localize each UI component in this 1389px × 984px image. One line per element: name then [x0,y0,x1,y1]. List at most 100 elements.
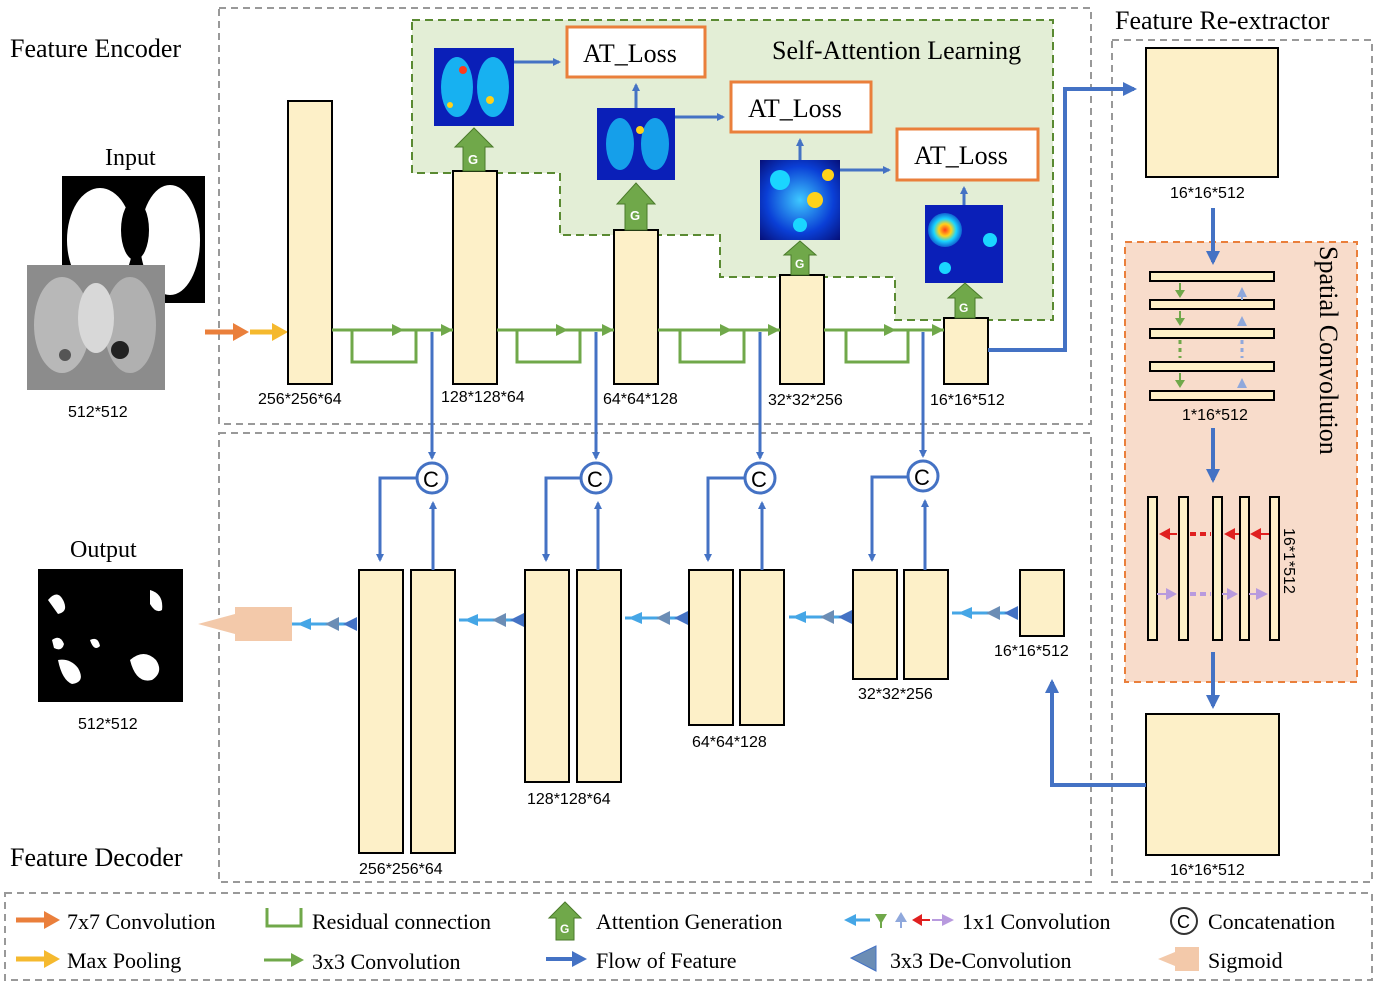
svg-text:7x7 Convolution: 7x7 Convolution [67,909,216,934]
svg-text:C: C [587,467,603,492]
legend-item-flow: Flow of Feature [546,948,737,973]
legend-item-1x1-conv: 1x1 Convolution [844,909,1111,934]
encoder-dim: 16*16*512 [930,392,1005,409]
decoder-title: Feature Decoder [10,843,183,872]
svg-text:Concatenation: Concatenation [1208,909,1335,934]
concat-node: C [415,461,449,495]
decoder-block [688,569,734,726]
decoder-dim: 64*64*128 [692,734,767,751]
svg-text:C: C [914,465,930,490]
encoder-dim: 128*128*64 [441,389,525,406]
reextractor-bottom-dim: 16*16*512 [1170,862,1245,879]
row-conv-arrows [1175,283,1247,388]
svg-text:Max Pooling: Max Pooling [67,948,181,973]
svg-text:Flow of Feature: Flow of Feature [596,948,737,973]
decoder-blocks [358,569,1065,854]
encoder-conv-chain [332,328,944,364]
legend-item-conv7: 7x7 Convolution [16,909,216,934]
deconv-heads [297,606,1018,631]
concat-connectors [376,475,929,570]
legend-frame [4,892,1373,981]
row-slices [1149,271,1275,401]
encoder-dim: 64*64*128 [603,391,678,408]
g-arrow: G [946,282,984,319]
legend: 7x7 Convolution Residual connection G At… [16,901,1335,974]
legend-item-concatenation: C Concatenation [1170,907,1335,935]
g-arrow: G [615,182,657,231]
concat-node: C [579,461,613,495]
decoder-block [852,569,898,680]
decoder-dim: 256*256*64 [359,861,443,878]
reextractor-top-dim: 16*16*512 [1170,185,1245,202]
encoder-block [943,317,989,385]
reextractor-top-block [1145,47,1279,178]
svg-text:C: C [751,467,767,492]
column-conv-arrows [1157,528,1269,600]
column-slices [1147,496,1280,641]
concat-nodes: C C C C [415,459,940,495]
decoder-block [903,569,949,680]
svg-text:Attention Generation: Attention Generation [596,909,782,934]
encoder-frame [218,7,1092,425]
svg-text:AT_Loss: AT_Loss [583,39,677,68]
attention-map-2 [597,108,675,180]
svg-text:C: C [1177,912,1190,932]
attention-title: Self-Attention Learning [772,36,1021,65]
encoder-blocks [287,100,989,385]
svg-text:Sigmoid: Sigmoid [1208,948,1283,973]
column-dim: 16*1*512 [1280,528,1297,594]
svg-text:C: C [423,467,439,492]
sigmoid-arrow [198,607,292,641]
decoder-block [576,569,622,783]
decoder-dim: 32*32*256 [858,686,933,703]
reextractor-frame [1111,39,1373,883]
g-arrow: G [782,240,818,276]
svg-text:3x3 Convolution: 3x3 Convolution [312,949,461,974]
svg-text:G: G [795,257,804,271]
svg-text:G: G [468,152,478,167]
decoder-block [410,569,456,854]
decoder-block [739,569,785,726]
svg-text:G: G [630,208,640,223]
legend-item-residual: Residual connection [265,908,491,934]
decoder-dim: 128*128*64 [527,791,611,808]
legend-item-attention-generation: G Attention Generation [547,901,782,941]
svg-text:Residual connection: Residual connection [312,909,491,934]
encoder-block [613,229,659,385]
reextractor-bottom-block [1145,713,1280,856]
concat-node: C [743,461,777,495]
legend-item-deconv: 3x3 De-Convolution [849,945,1072,973]
g-arrow: G [453,127,495,172]
at-loss-box: AT_Loss [895,127,1040,182]
flow-to-reextractor [988,82,1137,352]
decoder-frame [218,432,1092,883]
input-title: Input [105,145,156,171]
encoder-block [287,100,333,385]
decoder-dim: 16*16*512 [994,643,1069,660]
svg-text:G: G [959,301,968,315]
skip-connections [428,332,927,460]
attention-map-1 [434,48,514,126]
svg-text:3x3 De-Convolution: 3x3 De-Convolution [890,948,1072,973]
output-size: 512*512 [78,716,138,733]
svg-text:AT_Loss: AT_Loss [914,141,1008,170]
row-dim: 1*16*512 [1182,407,1248,424]
spatial-title: Spatial Convolution [1314,246,1343,455]
legend-item-max-pooling: Max Pooling [16,948,181,973]
flow-to-decoder [1045,679,1146,787]
output-mask-image [38,569,183,702]
attention-generation-arrows: G G G G [453,127,984,319]
svg-text:1x1 Convolution: 1x1 Convolution [962,909,1111,934]
svg-text:G: G [560,922,569,936]
reextractor-title: Feature Re-extractor [1115,6,1330,35]
legend-item-conv3: 3x3 Convolution [264,949,461,974]
decoder-block [524,569,570,783]
encoder-block [452,170,498,385]
encoder-title: Feature Encoder [10,34,181,63]
at-loss-box: AT_Loss [565,25,707,79]
encoder-block [779,274,825,385]
decoder-block [358,569,404,854]
attention-map-4 [925,205,1003,283]
svg-text:AT_Loss: AT_Loss [748,94,842,123]
